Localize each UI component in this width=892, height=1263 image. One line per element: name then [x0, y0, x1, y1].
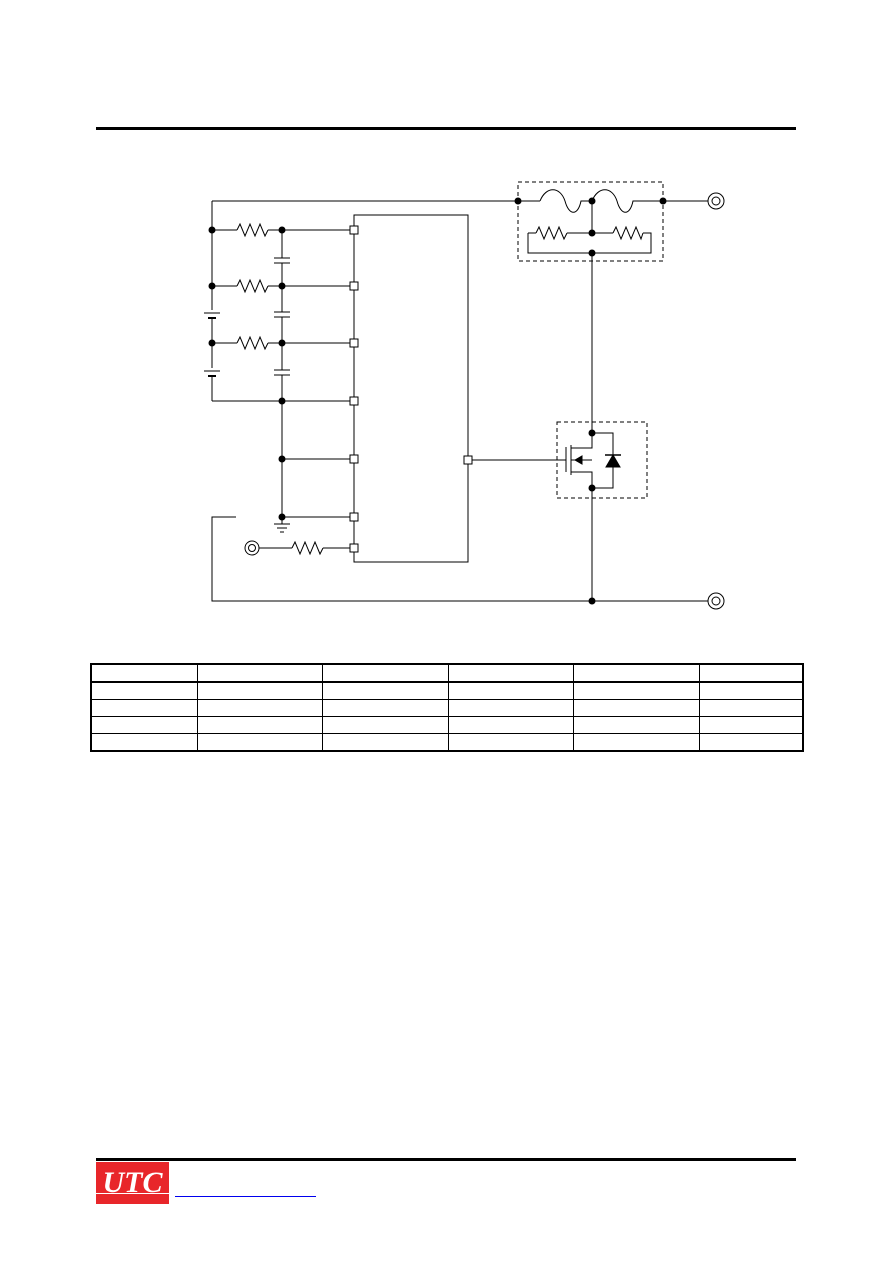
resistor-icon: [236, 222, 269, 238]
resistor-icon: [236, 278, 269, 294]
junction-dots: [208, 197, 667, 605]
resistor-icon: [612, 225, 644, 241]
fuse-icon: [591, 189, 663, 213]
table-row: [90, 699, 804, 717]
table-cell: [321, 716, 449, 734]
capacitor-column: [274, 230, 290, 517]
table-row: [90, 681, 804, 700]
mosfet-module: [556, 421, 648, 499]
table-cell: [698, 716, 804, 734]
table-cell: [698, 699, 804, 717]
table-cell: [196, 681, 323, 700]
table-cell: [572, 681, 700, 700]
table-header-cell: [90, 663, 198, 683]
table-cell: [447, 733, 574, 752]
table-row: [90, 733, 804, 752]
footer-rule: [96, 1158, 796, 1161]
table-header-cell: [321, 663, 449, 683]
table-header-row: [90, 663, 804, 683]
table-header-cell: [698, 663, 804, 683]
table-header-cell: [572, 663, 700, 683]
table-cell: [447, 681, 574, 700]
table-cell: [90, 716, 198, 734]
application-circuit-diagram: [204, 181, 725, 610]
spec-table: [90, 663, 804, 752]
table-cell: [90, 699, 198, 717]
table-cell: [447, 699, 574, 717]
website-link[interactable]: [175, 1196, 316, 1197]
resistor-icon: [535, 225, 568, 241]
table-cell: [90, 681, 198, 700]
fuse-icon: [539, 189, 592, 213]
top-right-terminal-icon: [707, 192, 725, 210]
table-header-cell: [196, 663, 323, 683]
table-cell: [572, 699, 700, 717]
utc-logo: UTC: [96, 1162, 169, 1204]
bottom-right-terminal-icon: [707, 592, 725, 610]
table-cell: [321, 681, 449, 700]
header-rule: [96, 127, 796, 130]
table-cell: [698, 733, 804, 752]
table-cell: [572, 733, 700, 752]
table-header-cell: [447, 663, 574, 683]
resistor-icon: [291, 540, 324, 556]
table-cell: [447, 716, 574, 734]
table-cell: [90, 733, 198, 752]
table-row: [90, 716, 804, 734]
fuse-module: [517, 181, 708, 262]
logo-text: UTC: [102, 1166, 163, 1199]
table-cell: [321, 699, 449, 717]
table-cell: [196, 733, 323, 752]
table-cell: [196, 699, 323, 717]
left-terminal-icon: [244, 540, 260, 556]
controller-ic: [353, 214, 469, 563]
table-cell: [698, 681, 804, 700]
resistor-icon: [236, 335, 269, 351]
table-cell: [196, 716, 323, 734]
table-cell: [321, 733, 449, 752]
table-cell: [572, 716, 700, 734]
mosfet-icon: [565, 433, 593, 488]
ic-pins: [349, 225, 473, 553]
diode-icon: [592, 432, 621, 489]
bottom-return-wire: [211, 516, 708, 602]
